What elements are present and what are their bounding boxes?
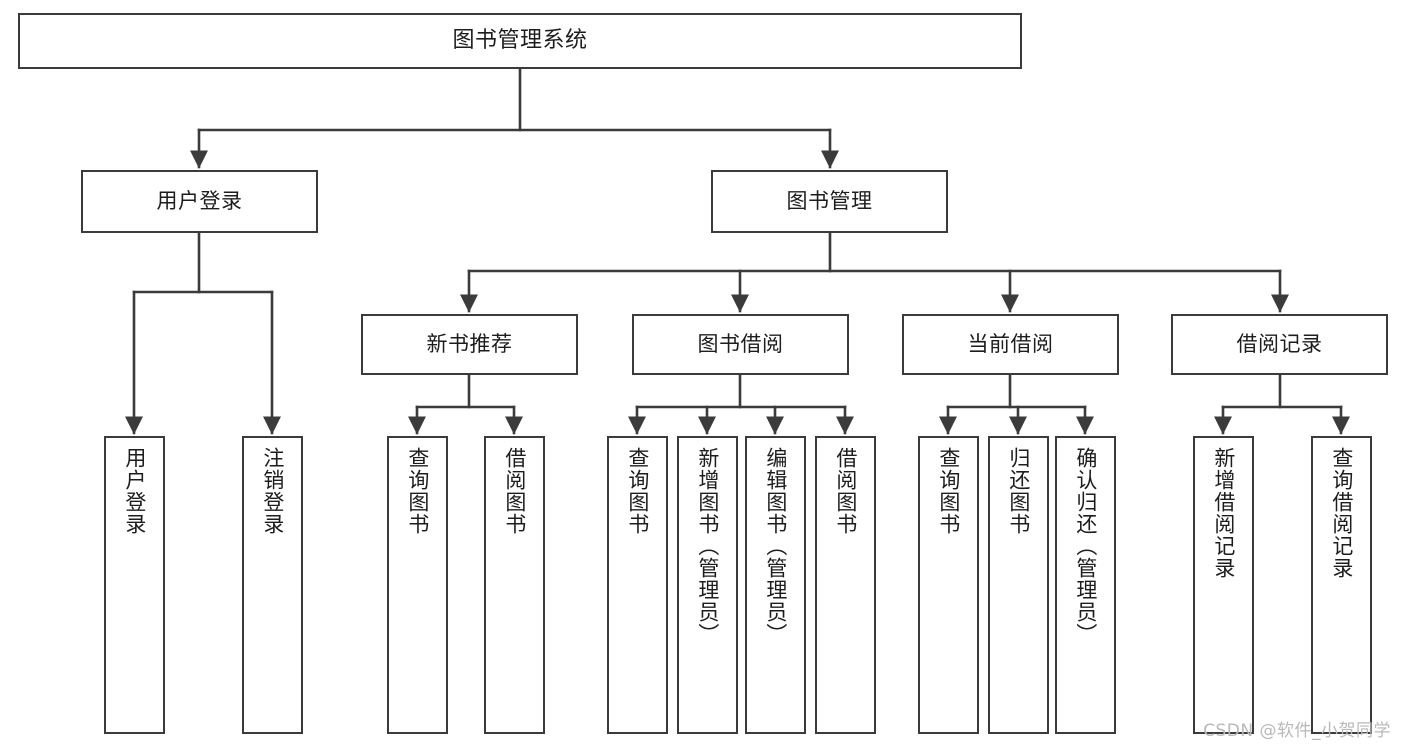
node-leaf-add-borrow-record[interactable]: 新增借阅记录 xyxy=(1193,436,1254,734)
node-label: 查询图书 xyxy=(625,447,650,535)
node-label: 编辑图书（管理员） xyxy=(763,447,788,645)
node-leaf-return-book[interactable]: 归还图书 xyxy=(988,436,1049,734)
node-label: 图书管理 xyxy=(786,189,873,214)
node-label: 查询图书 xyxy=(936,447,961,535)
node-label: 用户登录 xyxy=(122,447,147,535)
node-label: 借阅图书 xyxy=(833,447,858,535)
node-label: 注销登录 xyxy=(260,447,285,535)
node-label: 新增借阅记录 xyxy=(1211,447,1236,579)
node-book-management[interactable]: 图书管理 xyxy=(711,170,948,233)
node-root-book-management-system[interactable]: 图书管理系统 xyxy=(18,13,1022,69)
node-leaf-borrow-book[interactable]: 借阅图书 xyxy=(815,436,876,734)
node-leaf-borrow-book-recommend[interactable]: 借阅图书 xyxy=(484,436,545,734)
node-label: 借阅记录 xyxy=(1236,332,1323,357)
node-new-book-recommend[interactable]: 新书推荐 xyxy=(361,314,578,375)
node-label: 确认归还（管理员） xyxy=(1073,447,1098,645)
node-leaf-user-logout[interactable]: 注销登录 xyxy=(242,436,303,734)
node-leaf-add-book-admin[interactable]: 新增图书（管理员） xyxy=(677,436,738,734)
node-label: 归还图书 xyxy=(1006,447,1031,535)
node-leaf-query-book-borrow[interactable]: 查询图书 xyxy=(607,436,668,734)
node-leaf-edit-book-admin[interactable]: 编辑图书（管理员） xyxy=(745,436,806,734)
node-label: 查询借阅记录 xyxy=(1329,447,1354,579)
node-label: 新增图书（管理员） xyxy=(695,447,720,645)
node-label: 图书借阅 xyxy=(697,332,784,357)
node-label: 图书管理系统 xyxy=(452,28,588,54)
node-label: 查询图书 xyxy=(405,447,430,535)
node-leaf-user-login[interactable]: 用户登录 xyxy=(104,436,165,734)
node-borrow-record[interactable]: 借阅记录 xyxy=(1171,314,1388,375)
node-leaf-confirm-return-admin[interactable]: 确认归还（管理员） xyxy=(1055,436,1116,734)
csdn-watermark: CSDN @软件_小贺同学 xyxy=(1203,721,1391,741)
node-label: 当前借阅 xyxy=(967,332,1054,357)
node-label: 新书推荐 xyxy=(426,332,513,357)
node-leaf-query-book-recommend[interactable]: 查询图书 xyxy=(387,436,448,734)
node-current-borrow[interactable]: 当前借阅 xyxy=(902,314,1119,375)
node-leaf-query-book-current[interactable]: 查询图书 xyxy=(918,436,979,734)
node-label: 借阅图书 xyxy=(502,447,527,535)
node-user-login[interactable]: 用户登录 xyxy=(81,170,318,233)
node-label: 用户登录 xyxy=(156,189,243,214)
node-book-borrow[interactable]: 图书借阅 xyxy=(632,314,849,375)
node-leaf-query-borrow-record[interactable]: 查询借阅记录 xyxy=(1311,436,1372,734)
